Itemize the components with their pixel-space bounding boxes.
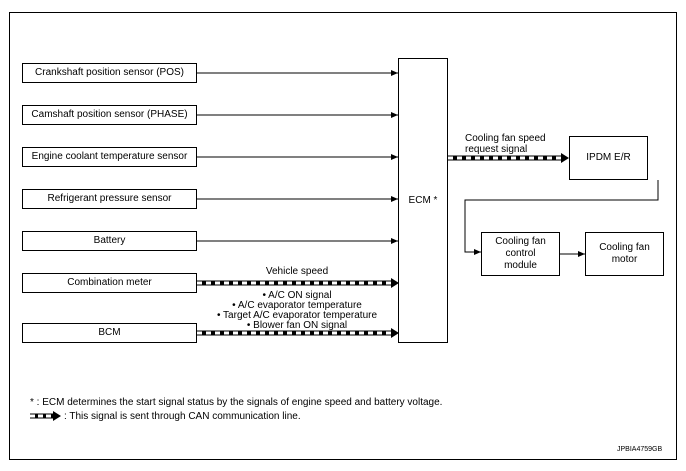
cooling-fan-control-module-label: Cooling fan control module bbox=[495, 236, 546, 271]
combination-meter-can-line bbox=[197, 278, 399, 288]
ipdm-to-fan-control-line bbox=[464, 180, 659, 255]
bcm-label: BCM bbox=[98, 327, 121, 338]
combination-meter-label: Combination meter bbox=[67, 277, 152, 288]
can-legend-symbol bbox=[30, 411, 61, 421]
target-ac-evaporator-temp-signal-label: • Target A/C evaporator temperature bbox=[216, 310, 378, 321]
diagram-frame bbox=[9, 12, 677, 460]
refrigerant-pressure-sensor-label: Refrigerant pressure sensor bbox=[47, 193, 172, 204]
battery-box: Battery bbox=[22, 231, 197, 251]
ac-on-signal-label: • A/C ON signal bbox=[262, 290, 332, 301]
fan-speed-request-label-line1: Cooling fan speed bbox=[465, 133, 546, 144]
ipdm-er-label: IPDM E/R bbox=[586, 152, 631, 163]
cooling-fan-control-module-box: Cooling fan control module bbox=[481, 232, 560, 276]
engine-coolant-temp-sensor-label: Engine coolant temperature sensor bbox=[31, 151, 188, 162]
camshaft-position-sensor-label: Camshaft position sensor (PHASE) bbox=[31, 109, 188, 120]
crankshaft-position-sensor-label: Crankshaft position sensor (POS) bbox=[35, 67, 184, 78]
ipdm-er-box: IPDM E/R bbox=[569, 136, 648, 180]
asterisk-note: * : ECM determines the start signal stat… bbox=[30, 397, 443, 408]
ecm-label: ECM * bbox=[408, 194, 438, 206]
engine-coolant-temp-sensor-box: Engine coolant temperature sensor bbox=[22, 147, 197, 167]
combination-meter-box: Combination meter bbox=[22, 273, 197, 293]
battery-label: Battery bbox=[93, 235, 126, 246]
bcm-can-line bbox=[197, 328, 399, 338]
bcm-box: BCM bbox=[22, 323, 197, 343]
crankshaft-position-sensor-box: Crankshaft position sensor (POS) bbox=[22, 63, 197, 83]
can-line-note: : This signal is sent through CAN commun… bbox=[64, 411, 301, 422]
cooling-fan-motor-label: Cooling fan motor bbox=[599, 242, 650, 265]
figure-id: JPBIA4759GB bbox=[617, 446, 663, 453]
camshaft-position-sensor-box: Camshaft position sensor (PHASE) bbox=[22, 105, 197, 125]
ecm-to-ipdm-can-line bbox=[448, 153, 569, 163]
ac-evaporator-temp-signal-label: • A/C evaporator temperature bbox=[232, 300, 362, 311]
ecm-box: ECM * bbox=[398, 58, 448, 343]
cooling-fan-motor-box: Cooling fan motor bbox=[585, 232, 664, 276]
blower-fan-on-signal-label: • Blower fan ON signal bbox=[246, 320, 348, 331]
vehicle-speed-signal-label: Vehicle speed bbox=[265, 266, 329, 277]
refrigerant-pressure-sensor-box: Refrigerant pressure sensor bbox=[22, 189, 197, 209]
fan-speed-request-label-line2: request signal bbox=[465, 144, 528, 155]
